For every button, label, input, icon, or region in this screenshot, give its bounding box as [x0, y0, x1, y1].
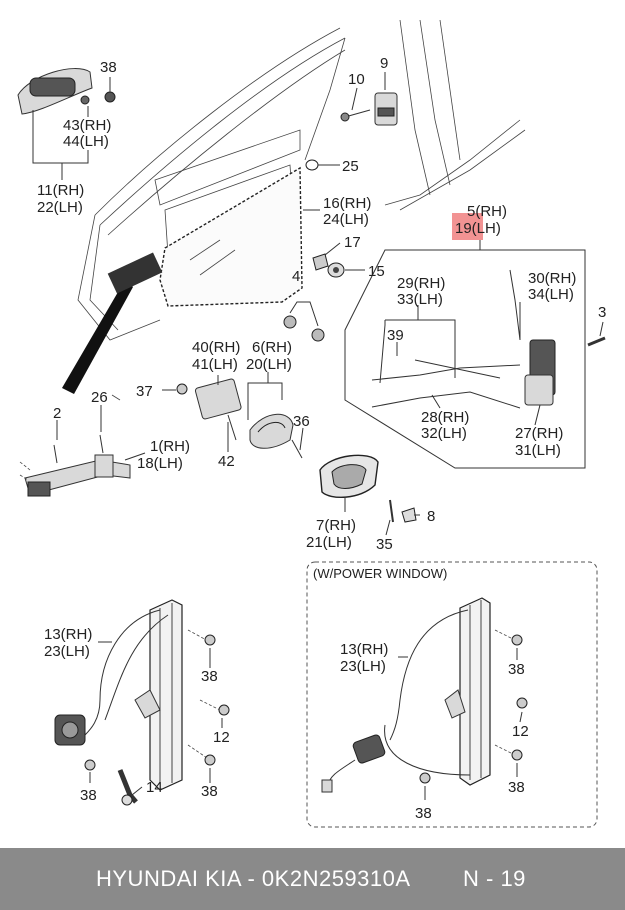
callout-label: 1(RH): [150, 438, 190, 455]
callout-label: 14: [146, 779, 163, 796]
door-lock-actuator: [524, 339, 556, 406]
door-glass-panel: [159, 166, 303, 307]
callout-label: 41(LH): [192, 356, 238, 373]
callout-label: 8: [427, 508, 435, 525]
bolt-12: [516, 697, 528, 709]
door-body-outline: [77, 19, 526, 401]
power-window-regulator: [321, 597, 516, 793]
manual-window-regulator: [54, 599, 221, 806]
bolt-12: [218, 704, 230, 716]
nut-38: [511, 749, 523, 761]
callout-label: 38: [508, 779, 525, 796]
door-check-strap: [107, 252, 163, 294]
callout-label: 30(RH): [528, 270, 576, 287]
callout-label: 20(LH): [246, 356, 292, 373]
callout-label: 6(RH): [252, 339, 292, 356]
callout-label: 33(LH): [397, 291, 443, 308]
leader-lines: [32, 72, 604, 800]
callout-label: 34(LH): [528, 286, 574, 303]
callout-label: 32(LH): [421, 425, 467, 442]
callout-label: 7(RH): [316, 517, 356, 534]
callout-label: 2: [53, 405, 61, 422]
callout-label: 3: [598, 304, 606, 321]
callout-label: 23(LH): [340, 658, 386, 675]
part-number-code: HYUNDAI KIA - 0K2N259310A: [96, 866, 411, 891]
callout-label: 18(LH): [137, 455, 183, 472]
callout-label: 40(RH): [192, 339, 240, 356]
callout-label: 38: [80, 787, 97, 804]
inside-handle-bracket: [176, 378, 242, 420]
part-19-highlight: [452, 213, 483, 240]
callout-label: 44(LH): [63, 133, 109, 150]
cap-8: [401, 507, 417, 523]
callout-label: 16(RH): [323, 195, 371, 212]
clip-4: [283, 315, 325, 342]
callout-label: 13(RH): [340, 641, 388, 658]
door-checker: [19, 434, 131, 497]
callout-label: 38: [508, 661, 525, 678]
callout-labels: 38 43(RH) 44(LH) 11(RH) 22(LH) 10 9 25 1…: [37, 55, 606, 822]
callout-label: 25: [342, 158, 359, 175]
page-number: N - 19: [463, 866, 526, 891]
nut-38: [204, 754, 216, 766]
nut-38: [84, 759, 96, 771]
callout-label: 29(RH): [397, 275, 445, 292]
callout-label: 12: [512, 723, 529, 740]
bolt-3: [587, 336, 606, 347]
callout-label: 21(LH): [306, 534, 352, 551]
callout-label: 42: [218, 453, 235, 470]
screw-35: [389, 499, 394, 523]
callout-label: 31(LH): [515, 442, 561, 459]
callout-label: 43(RH): [63, 117, 111, 134]
callout-label: 19(LH): [455, 220, 501, 237]
door-striker-bracket: [340, 92, 398, 126]
power-window-frame: [306, 561, 598, 828]
callout-label: 13(RH): [44, 626, 92, 643]
glass-stopper: [312, 253, 329, 271]
power-window-label: (W/POWER WINDOW): [313, 566, 447, 581]
callout-label: 10: [348, 71, 365, 88]
callout-label: 38: [201, 668, 218, 685]
callout-label: 38: [201, 783, 218, 800]
nut-38: [204, 634, 216, 646]
callout-label: 26: [91, 389, 108, 406]
hinge-location-pointer: [62, 280, 133, 394]
exploded-parts-diagram: 38 43(RH) 44(LH) 11(RH) 22(LH) 10 9 25 1…: [17, 19, 606, 828]
inside-handle-bezel: [319, 454, 379, 498]
callout-label: 37: [136, 383, 153, 400]
lock-assembly-frame: [344, 249, 586, 469]
callout-label: 5(RH): [467, 203, 507, 220]
grommet-ring: [305, 159, 319, 171]
lock-rods: [371, 269, 521, 409]
callout-label: 17: [344, 234, 361, 251]
callout-label: 12: [213, 729, 230, 746]
outside-door-handle: [17, 68, 116, 115]
callout-label: 38: [100, 59, 117, 76]
callout-label: 4: [292, 268, 300, 285]
callout-label: 9: [380, 55, 388, 72]
callout-label: 11(RH): [37, 182, 84, 199]
nut-38: [511, 634, 523, 646]
callout-label: 38: [415, 805, 432, 822]
callout-label: 27(RH): [515, 425, 563, 442]
callout-label: 35: [376, 536, 393, 553]
callout-label: 28(RH): [421, 409, 469, 426]
part-number-footer: HYUNDAI KIA - 0K2N259310A N - 19: [0, 848, 625, 910]
callout-label: 22(LH): [37, 199, 83, 216]
inside-door-handle: [227, 413, 303, 459]
callout-label: 23(LH): [44, 643, 90, 660]
callout-label: 39: [387, 327, 404, 344]
nut-38: [419, 772, 431, 784]
callout-label: 15: [368, 263, 385, 280]
callout-label: 24(LH): [323, 211, 369, 228]
callout-label: 36: [293, 413, 310, 430]
